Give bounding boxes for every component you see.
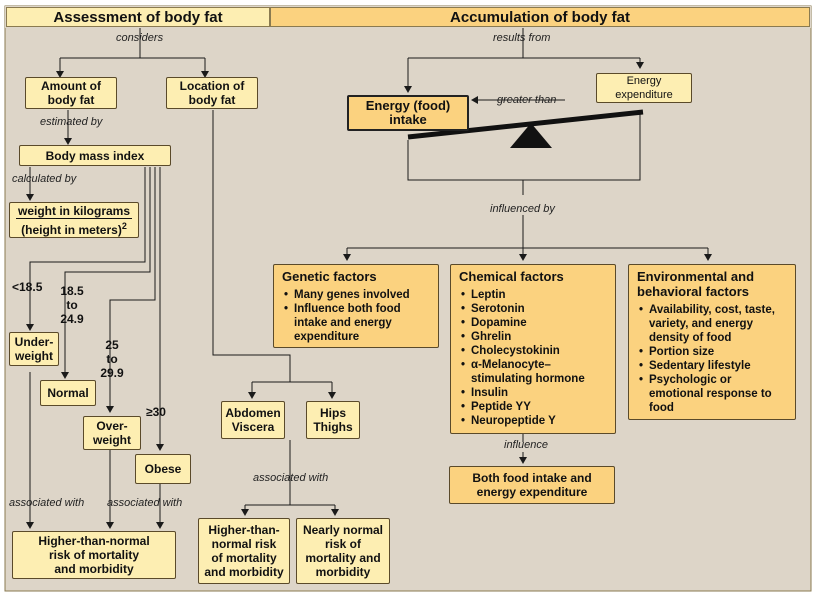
- list-item: α-Melanocyte–stimulating hormone: [461, 358, 607, 386]
- genetic-factors-list: Many genes involved Influence both food …: [282, 288, 430, 344]
- label-estimated-by: estimated by: [40, 116, 103, 128]
- underweight-box: Under-weight: [9, 332, 59, 366]
- label-influenced-by: influenced by: [490, 203, 555, 215]
- label-influence: influence: [504, 439, 549, 451]
- bmi-formula-box: weight in kilograms (height in meters)2: [9, 202, 139, 238]
- connector-normal: [61, 167, 151, 379]
- label-greater-than: greater than: [497, 94, 557, 106]
- list-item: Many genes involved: [284, 288, 430, 302]
- list-item: Psychologic or emotional response to foo…: [639, 373, 787, 415]
- formula-numerator: weight in kilograms: [15, 203, 133, 219]
- environmental-factors-list: Availability, cost, taste, variety, and …: [637, 303, 787, 415]
- normal-box: Normal: [40, 380, 96, 406]
- obese-box: Obese: [135, 454, 191, 484]
- connector-assoc-center: [245, 440, 335, 506]
- list-item: Cholecystokinin: [461, 344, 607, 358]
- label-associated-with-right: associated with: [107, 497, 183, 509]
- label-results-from: results from: [493, 32, 551, 44]
- overweight-box: Over-weight: [83, 416, 141, 450]
- energy-intake-box: Energy (food)intake: [347, 95, 469, 131]
- seesaw-beam: [407, 109, 644, 140]
- header-assessment: Assessment of body fat: [6, 7, 270, 27]
- environmental-factors-title: Environmental and behavioral factors: [637, 269, 755, 299]
- connector-location: [212, 110, 332, 383]
- list-item: Neuropeptide Y: [461, 414, 607, 428]
- connector-over: [106, 167, 156, 413]
- connector-influenced: [347, 215, 708, 249]
- label-considers: considers: [116, 32, 164, 44]
- list-item: Sedentary lifestyle: [639, 359, 787, 373]
- list-item: Leptin: [461, 288, 607, 302]
- chemical-factors-box: Chemical factors Leptin Serotonin Dopami…: [450, 264, 616, 434]
- connector-balance: [407, 112, 641, 195]
- label-associated-with-left: associated with: [9, 497, 85, 509]
- list-item: Portion size: [639, 345, 787, 359]
- genetic-factors-box: Genetic factors Many genes involved Infl…: [273, 264, 439, 348]
- chemical-factors-list: Leptin Serotonin Dopamine Ghrelin Cholec…: [459, 288, 607, 428]
- list-item: Insulin: [461, 386, 607, 400]
- seesaw-fulcrum: [510, 123, 552, 148]
- header-accumulation: Accumulation of body fat: [270, 7, 810, 27]
- genetic-factors-title: Genetic factors: [282, 269, 377, 284]
- connector-considers: [59, 28, 206, 76]
- list-item: Dopamine: [461, 316, 607, 330]
- connector-results: [407, 28, 640, 90]
- range-obese: ≥30: [146, 405, 166, 419]
- environmental-factors-box: Environmental and behavioral factors Ava…: [628, 264, 796, 420]
- range-under: <18.5: [12, 280, 43, 294]
- label-calculated-by: calculated by: [12, 173, 77, 185]
- list-item: Peptide YY: [461, 400, 607, 414]
- body-mass-index-box: Body mass index: [19, 145, 171, 166]
- chemical-factors-title: Chemical factors: [459, 269, 564, 284]
- label-associated-with-center: associated with: [253, 472, 329, 484]
- list-item: Ghrelin: [461, 330, 607, 344]
- list-item: Availability, cost, taste, variety, and …: [639, 303, 787, 345]
- list-item: Influence both food intake and energy ex…: [284, 302, 430, 344]
- list-item: Serotonin: [461, 302, 607, 316]
- formula-denominator: (height in meters)2: [21, 220, 127, 237]
- connector-under: [26, 167, 146, 331]
